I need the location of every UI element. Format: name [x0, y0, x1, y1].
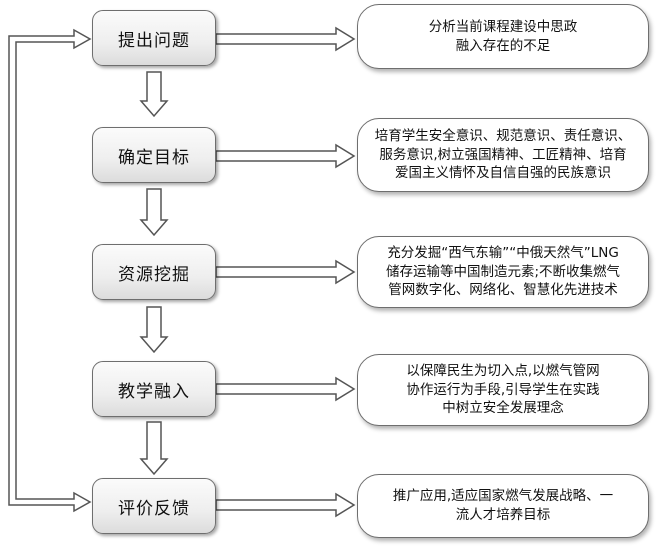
- description-box-identify-problem: 分析当前课程建设中思政 融入存在的不足: [357, 4, 649, 69]
- stage-description: 充分发掘“西气东输”“中俄天然气”LNG 储存运输等中国制造元素;不断收集燃气 …: [385, 244, 621, 299]
- down-arrow-3: [139, 306, 169, 354]
- down-arrow-2: [139, 188, 169, 237]
- stage-label: 提出问题: [118, 30, 190, 51]
- stage-box-evaluation-feedback: 评价反馈: [92, 478, 216, 534]
- stage-label: 确定目标: [118, 147, 190, 168]
- stage-box-resource-mining: 资源挖掘: [92, 244, 216, 300]
- down-arrow-1: [139, 71, 169, 118]
- right-arrow-1: [215, 26, 356, 52]
- description-box-resource-mining: 充分发掘“西气东输”“中俄天然气”LNG 储存运输等中国制造元素;不断收集燃气 …: [357, 236, 649, 308]
- stage-box-teaching-integration: 教学融入: [92, 361, 216, 417]
- down-arrow-4: [139, 421, 169, 476]
- stage-label: 资源挖掘: [118, 264, 190, 285]
- stage-box-identify-problem: 提出问题: [92, 10, 216, 66]
- description-box-teaching-integration: 以保障民生为切入点,以燃气管网 协作运行为手段,引导学生在实践 中树立安全发展理…: [357, 354, 649, 426]
- stage-box-set-goals: 确定目标: [92, 127, 216, 183]
- right-arrow-5: [215, 492, 356, 518]
- right-arrow-2: [215, 143, 356, 169]
- stage-description: 以保障民生为切入点,以燃气管网 协作运行为手段,引导学生在实践 中树立安全发展理…: [406, 362, 600, 417]
- stage-description: 推广应用,适应国家燃气发展战略、一 流人才培养目标: [392, 488, 614, 523]
- right-arrow-4: [215, 376, 356, 402]
- stage-description: 培育学生安全意识、规范意识、责任意识、 服务意识,树立强国精神、工匠精神、培育 …: [374, 127, 632, 182]
- stage-description: 分析当前课程建设中思政 融入存在的不足: [428, 18, 578, 54]
- description-box-evaluation-feedback: 推广应用,适应国家燃气发展战略、一 流人才培养目标: [357, 474, 649, 538]
- right-arrow-3: [215, 259, 356, 285]
- feedback-loop-arrow: [8, 28, 92, 513]
- stage-label: 教学融入: [118, 381, 190, 402]
- stage-label: 评价反馈: [118, 498, 190, 519]
- description-box-set-goals: 培育学生安全意识、规范意识、责任意识、 服务意识,树立强国精神、工匠精神、培育 …: [357, 118, 649, 192]
